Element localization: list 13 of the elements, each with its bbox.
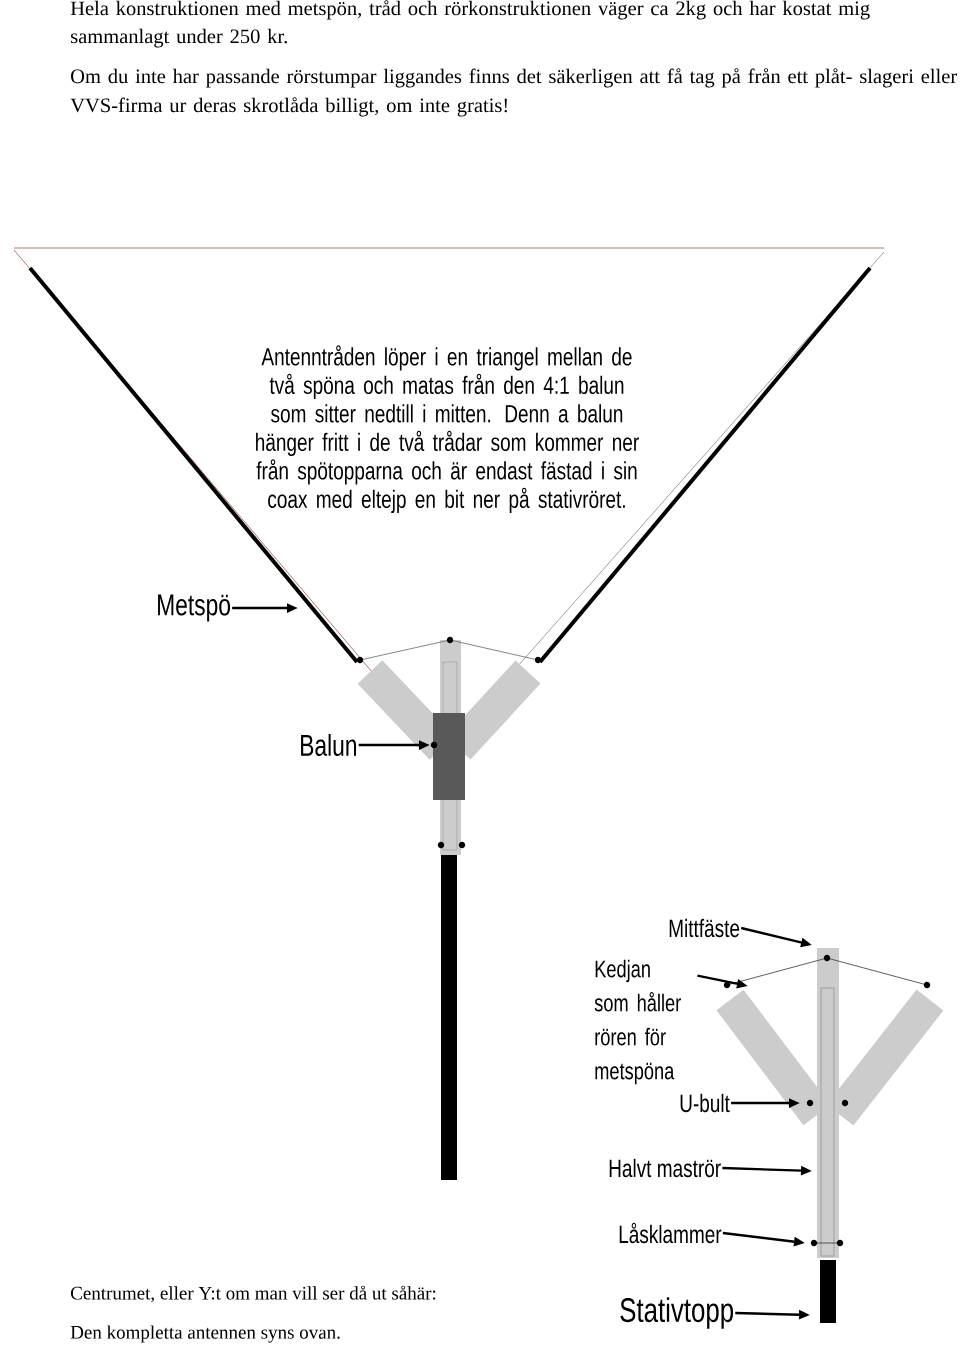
part-label: Mittfäste: [669, 918, 740, 938]
caption-text: Den kompletta antennen syns ovan.: [70, 1325, 340, 1343]
caption-text: Centrumet, eller Y:t om man vill ser då ut såhär:: [71, 1285, 436, 1303]
paragraph: Hela konstruktionen med metspön, tråd och rörkonstruktionen väger ca 2kg och har kostat mig sammanlagt under 250 kr.: [70, 0, 870, 48]
part-label: Kedjan som håller rören för metspöna: [594, 959, 681, 1085]
part-label: Balun: [301, 734, 356, 757]
part-label: Stativtopp: [620, 1297, 734, 1329]
part-label: Låsklammer: [619, 1222, 722, 1244]
part-label: Halvt maströr: [609, 1158, 721, 1178]
part-label: U-bult: [680, 1093, 730, 1113]
annotation-text: Antenntråden löper i en triangel mellan de två spöna och matas från den 4:1 balun som sitter nedtill i mitten. Denn a balun hänger fritt i de två trådar som kommer ner från spötopparna och är endast fästad i sin coax med eltejp en bit ner på stativröret.: [256, 345, 639, 514]
part-label: Metspö: [158, 594, 230, 622]
paragraph: Om du inte har passande rörstumpar liggandes finns det säkerligen att få tag på från ett plåt- slageri eller VVS-firma ur deras skrotlåda billigt, om inte gratis!: [70, 68, 957, 117]
